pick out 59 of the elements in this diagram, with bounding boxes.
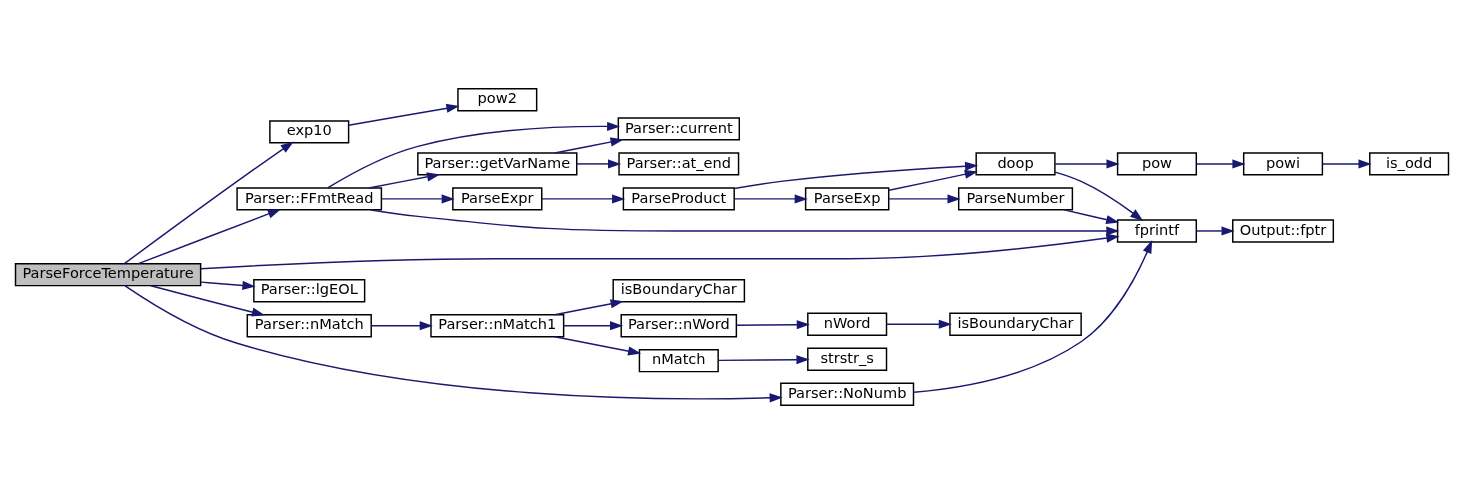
arrow [150, 284, 265, 317]
arrow [1054, 158, 1120, 168]
arrow [137, 208, 281, 264]
arrow [123, 141, 294, 264]
node-box: is_odd [1369, 151, 1450, 176]
arrow [200, 233, 1120, 269]
node-box: Parser::NoNumb [780, 382, 915, 406]
node-box: Parser::getVarName [417, 151, 578, 176]
arrow [554, 136, 624, 154]
arrow [554, 335, 642, 356]
arrow [885, 319, 952, 329]
arrow [913, 239, 1153, 393]
arrow [347, 103, 460, 126]
arrow [541, 193, 626, 203]
node-box: Parser::FFmtRead [236, 186, 383, 211]
arrow [368, 171, 441, 189]
node-box: ParseNumber [957, 186, 1074, 211]
node-box: ParseExpr [452, 186, 543, 211]
node-box: Parser::lgEOL [253, 278, 366, 302]
node-box: ParseForceTemperature [14, 262, 202, 286]
arrow [200, 280, 256, 290]
node-box: strstr_s [807, 347, 888, 371]
node-box: pow2 [457, 87, 538, 111]
arrow [736, 319, 810, 329]
arrow [370, 208, 1120, 236]
arrow [563, 320, 624, 330]
arrow [124, 284, 783, 402]
node-box: powi [1242, 151, 1324, 176]
node-box: Parser::nWord [620, 313, 738, 337]
node-box: Parser::at_end [618, 151, 740, 176]
arrow [327, 121, 621, 188]
node-box: Parser::nMatch1 [430, 313, 565, 337]
node-box: nWord [807, 312, 888, 336]
node-box: Parser::nMatch [246, 313, 372, 337]
node-box: isBoundaryChar [612, 278, 746, 302]
node-box: pow [1116, 151, 1198, 176]
node-box: ParseProduct [622, 186, 735, 211]
arrow [888, 169, 978, 191]
arrow [370, 320, 433, 330]
node-box: doop [975, 151, 1056, 176]
arrow [576, 158, 622, 168]
arrow [1195, 158, 1246, 168]
node-box: ParseExp [804, 186, 890, 211]
node-box: fprintf [1116, 218, 1198, 243]
arrow [1322, 158, 1372, 168]
arrow [381, 193, 455, 203]
arrow [733, 161, 979, 189]
node-box: Output::fptr [1232, 218, 1335, 243]
arrow [554, 298, 624, 315]
arrow [733, 193, 808, 203]
arrow [888, 193, 961, 203]
node-box: exp10 [269, 119, 350, 143]
arrow [1054, 170, 1144, 221]
arrow [717, 354, 810, 364]
node-box: nMatch [638, 348, 719, 372]
arrow [1195, 225, 1235, 236]
node-box: Parser::current [617, 116, 740, 141]
arrow [1063, 208, 1120, 224]
node-box: isBoundaryChar [949, 312, 1082, 336]
